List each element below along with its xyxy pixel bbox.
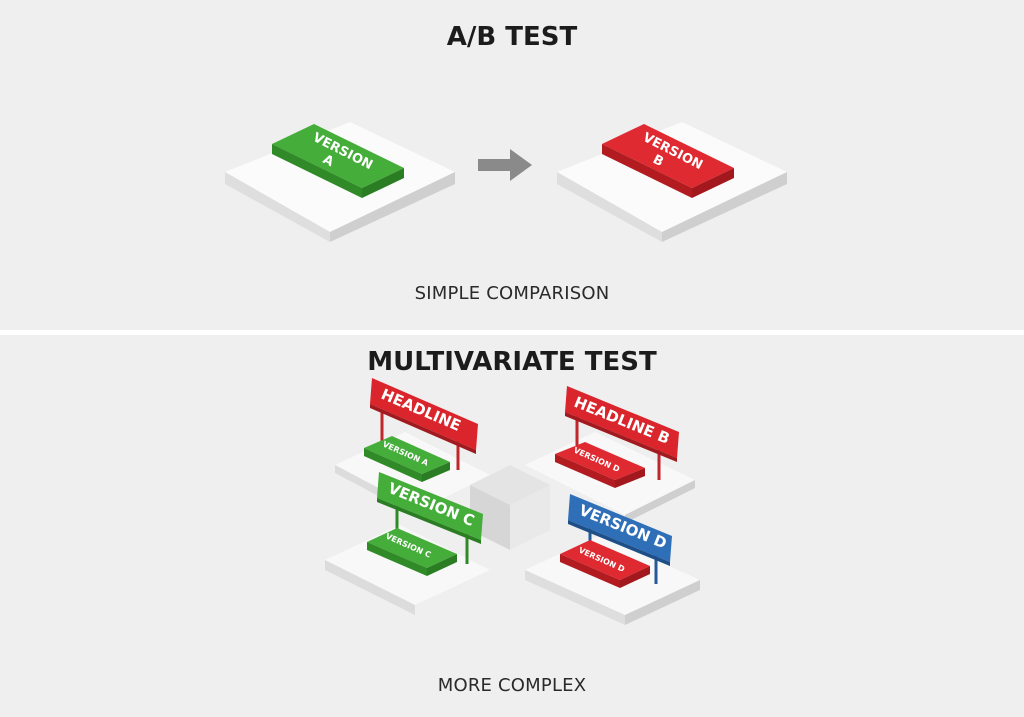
ab-test-caption: SIMPLE COMPARISON: [414, 283, 610, 304]
cell-version-c: VERSION C VERSION C: [367, 472, 483, 576]
ab-test-title: A/B TEST: [446, 22, 578, 52]
section-divider: [0, 330, 1024, 335]
cell-headline-a: HEADLINE VERSION A: [364, 378, 478, 482]
variant-a-button: VERSION A: [272, 124, 404, 198]
variant-b-button: VERSION B: [602, 124, 734, 198]
cell-version-d: VERSION D VERSION D: [560, 494, 672, 588]
multivariate-caption: MORE COMPLEX: [437, 675, 587, 696]
arrow-right-icon: [478, 149, 532, 181]
multivariate-title: MULTIVARIATE TEST: [367, 347, 657, 377]
cell-headline-b: HEADLINE B VERSION D: [555, 386, 679, 488]
